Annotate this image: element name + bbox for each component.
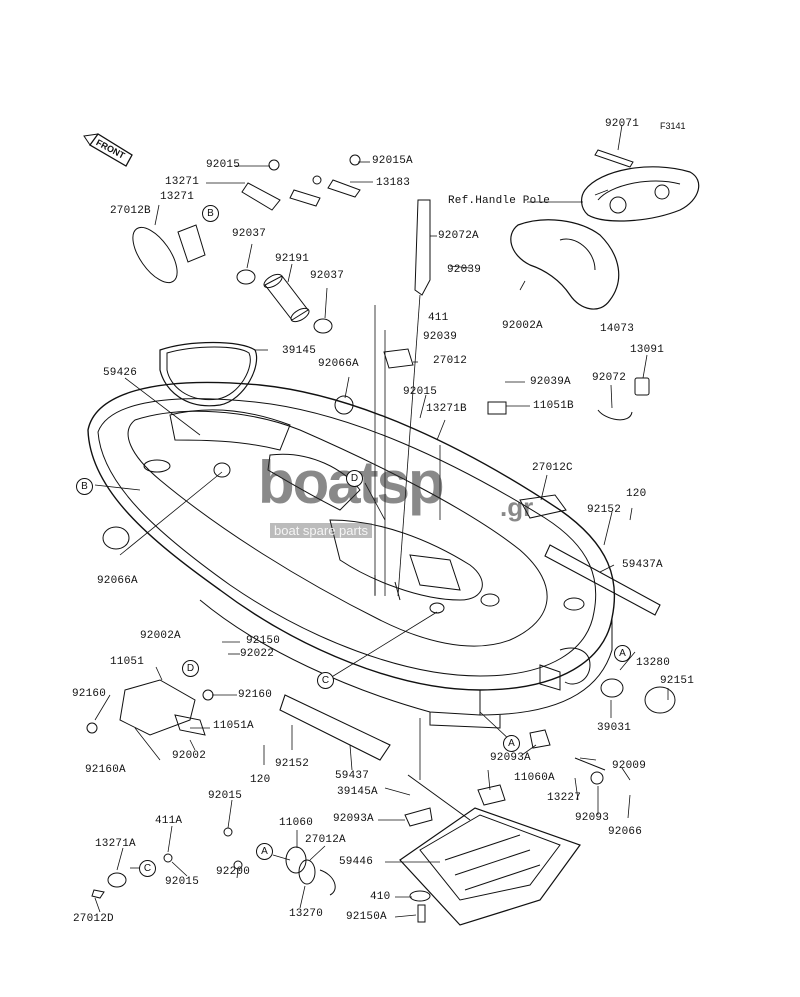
part-label: 13091 xyxy=(630,344,665,356)
part-label: 92150A xyxy=(346,911,387,923)
part-label: 13280 xyxy=(636,657,671,669)
part-label: 27012B xyxy=(110,205,151,217)
part-label: 11051A xyxy=(213,720,254,732)
part-label: 59446 xyxy=(339,856,374,868)
part-label: 11060 xyxy=(279,817,314,829)
pipe-92191 xyxy=(262,272,311,325)
hull-59426 xyxy=(88,382,614,728)
part-label: 92071 xyxy=(605,118,640,130)
part-label: 411 xyxy=(428,312,449,324)
part-label: 92039 xyxy=(423,331,458,343)
part-label: 92037 xyxy=(310,270,345,282)
part-label: 120 xyxy=(250,774,271,786)
callout-a: A xyxy=(256,843,273,860)
callout-a: A xyxy=(614,645,631,662)
callout-d: D xyxy=(346,470,363,487)
intake-grate-59446 xyxy=(400,808,580,925)
part-label: 13271 xyxy=(165,176,200,188)
part-label: 92093 xyxy=(575,812,610,824)
part-label: 14073 xyxy=(600,323,635,335)
callout-c: C xyxy=(139,860,156,877)
part-label: 11051 xyxy=(110,656,145,668)
part-label: 92002A xyxy=(502,320,543,332)
part-label: 92072 xyxy=(592,372,627,384)
watermark-tagline: boat spare parts xyxy=(270,523,372,538)
part-label: 92015 xyxy=(403,386,438,398)
part-label: 92022 xyxy=(240,648,275,660)
part-label: 411A xyxy=(155,815,183,827)
part-label: 59437A xyxy=(622,559,663,571)
part-label: 92152 xyxy=(275,758,310,770)
part-label: 92066A xyxy=(97,575,138,587)
part-label: 11060A xyxy=(514,772,555,784)
part-label: 13271B xyxy=(426,403,467,415)
seat-14073 xyxy=(511,220,619,309)
callout-a: A xyxy=(503,735,520,752)
part-label: 13227 xyxy=(547,792,582,804)
part-label: 92002 xyxy=(172,750,207,762)
part-label: 92037 xyxy=(232,228,267,240)
part-label: 27012A xyxy=(305,834,346,846)
part-label: 92191 xyxy=(275,253,310,265)
watermark-suffix: .gr xyxy=(500,492,534,522)
part-label: 92009 xyxy=(612,760,647,772)
callout-d: D xyxy=(182,660,199,677)
part-label: 39031 xyxy=(597,722,632,734)
figure-id: F3141 xyxy=(660,121,686,131)
ref-note: Ref.Handle Pole xyxy=(448,195,551,207)
part-label: 92066 xyxy=(608,826,643,838)
part-label: 27012C xyxy=(532,462,573,474)
part-label: 92093A xyxy=(333,813,374,825)
part-label: 92160A xyxy=(85,764,126,776)
part-label: 92015 xyxy=(208,790,243,802)
part-label: 92152 xyxy=(587,504,622,516)
part-label: 92015 xyxy=(165,876,200,888)
part-label: 27012 xyxy=(433,355,468,367)
part-label: 92072A xyxy=(438,230,479,242)
part-label: 92066A xyxy=(318,358,359,370)
part-label: 120 xyxy=(626,488,647,500)
part-label: 13271A xyxy=(95,838,136,850)
part-label: 92093A xyxy=(490,752,531,764)
part-label: 27012D xyxy=(73,913,114,925)
part-label: 13270 xyxy=(289,908,324,920)
part-label: 39145 xyxy=(282,345,317,357)
part-label: 92160 xyxy=(238,689,273,701)
callout-b: B xyxy=(76,478,93,495)
callout-c: C xyxy=(317,672,334,689)
seal-39145 xyxy=(160,343,257,406)
handle-pole-cover xyxy=(582,150,699,221)
part-label: 92039 xyxy=(447,264,482,276)
part-label: 39145A xyxy=(337,786,378,798)
part-label: 92015 xyxy=(206,159,241,171)
part-label: 11051B xyxy=(533,400,574,412)
part-label: 92150 xyxy=(246,635,281,647)
part-label: 92151 xyxy=(660,675,695,687)
part-label: 92002A xyxy=(140,630,181,642)
part-label: 13183 xyxy=(376,177,411,189)
part-label: 92160 xyxy=(72,688,107,700)
part-label: 410 xyxy=(370,891,391,903)
part-label: 13271 xyxy=(160,191,195,203)
part-label: 92039A xyxy=(530,376,571,388)
part-label: 59426 xyxy=(103,367,138,379)
callout-b: B xyxy=(202,205,219,222)
part-label: 92015A xyxy=(372,155,413,167)
part-label: 92200 xyxy=(216,866,251,878)
part-label: 59437 xyxy=(335,770,370,782)
